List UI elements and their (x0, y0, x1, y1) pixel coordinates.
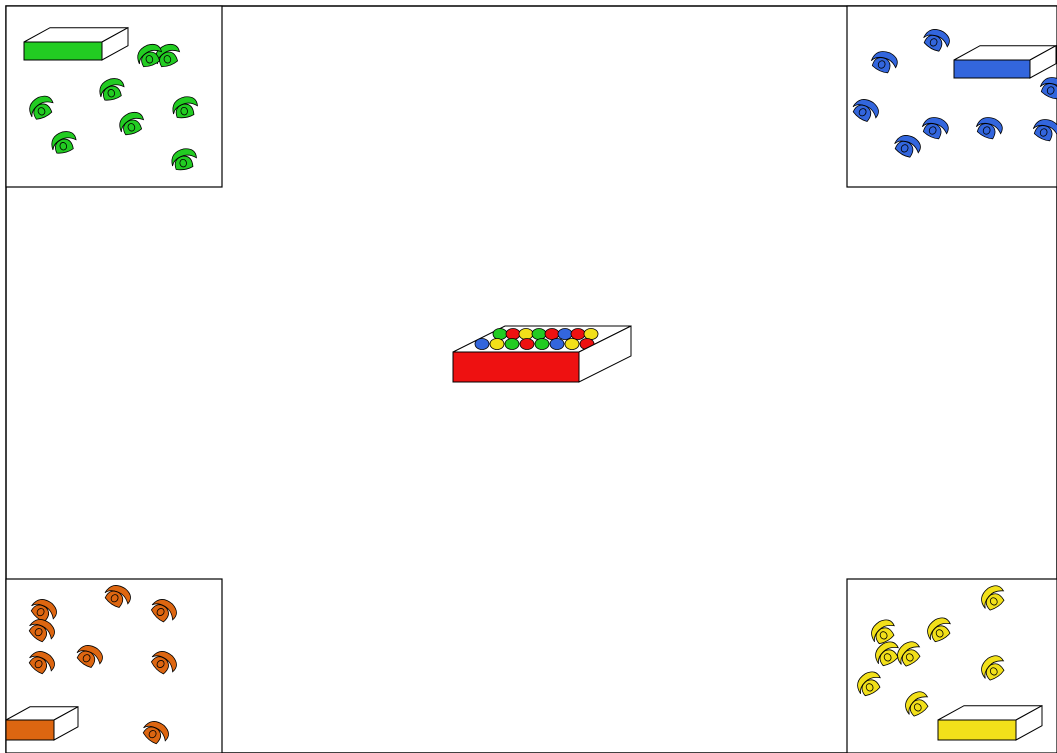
ball-yellow-front-7 (565, 339, 579, 350)
ball-blue-front-1 (475, 339, 489, 350)
ball-red-back-2 (506, 329, 520, 340)
ball-red-back-7 (571, 329, 585, 340)
ball-blue-front-6 (550, 339, 564, 350)
ball-green-back-1 (493, 329, 507, 340)
ball-green-front-5 (535, 339, 549, 350)
ball-red-front-4 (520, 339, 534, 350)
corner-zone-blue[interactable] (847, 6, 1057, 187)
ball-green-front-3 (505, 339, 519, 350)
ball-red-back-5 (545, 329, 559, 340)
ball-yellow-front-2 (490, 339, 504, 350)
ball-blue-back-6 (558, 329, 572, 340)
ball-yellow-back-3 (519, 329, 533, 340)
ball-green-back-4 (532, 329, 546, 340)
ball-yellow-back-8 (584, 329, 598, 340)
ball-box-icon (453, 352, 579, 382)
